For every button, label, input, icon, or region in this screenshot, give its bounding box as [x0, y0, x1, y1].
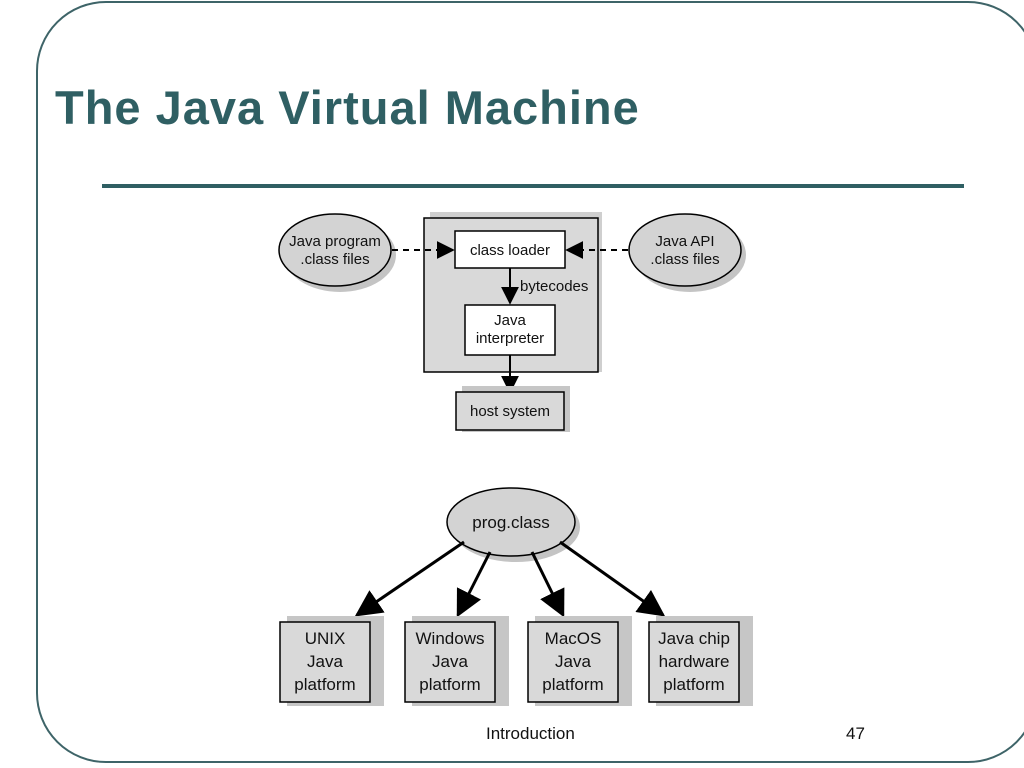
platform-unix-line3: platform: [294, 675, 355, 694]
platform-node-java-chip: Java chip hardware platform: [648, 616, 753, 706]
platform-node-unix: UNIX Java platform: [279, 616, 384, 706]
java-interpreter-node: Java interpreter: [464, 304, 556, 356]
platform-macos-line3: platform: [542, 675, 603, 694]
slide-frame: [36, 1, 1024, 763]
java-program-label-line2: .class files: [300, 251, 369, 268]
jvm-diagram: Java program .class files Java API .clas…: [278, 212, 746, 432]
slide-title: The Java Virtual Machine: [55, 81, 640, 134]
title-underline: [102, 184, 964, 188]
prog-class-node: prog.class: [446, 487, 580, 562]
platform-java-chip-line1: Java chip: [658, 629, 730, 648]
java-program-files-node: Java program .class files: [278, 213, 396, 292]
class-loader-label: class loader: [470, 242, 550, 259]
platform-node-windows: Windows Java platform: [404, 616, 509, 706]
class-loader-node: class loader: [454, 230, 566, 269]
platform-diagram: prog.class UNIX Java platform Windows Ja…: [279, 487, 753, 706]
platform-unix-line2: Java: [307, 652, 343, 671]
java-interpreter-label-line2: interpreter: [476, 330, 544, 347]
java-interpreter-label-line1: Java: [494, 312, 526, 329]
arrow-to-java-chip: [559, 540, 666, 617]
host-system-node: host system: [455, 386, 570, 432]
platform-windows-line2: Java: [432, 652, 468, 671]
host-system-label: host system: [470, 403, 550, 420]
arrow-to-macos: [530, 551, 565, 618]
java-api-label-line1: Java API: [655, 233, 714, 250]
platform-node-macos: MacOS Java platform: [527, 616, 632, 706]
platform-windows-line3: platform: [419, 675, 480, 694]
java-api-files-node: Java API .class files: [628, 213, 746, 292]
slide-number: 47: [846, 724, 865, 743]
slide-footer: Introduction: [486, 724, 575, 743]
java-program-label-line1: Java program: [289, 233, 381, 250]
platform-java-chip-line3: platform: [663, 675, 724, 694]
platform-java-chip-line2: hardware: [659, 652, 730, 671]
platform-macos-line1: MacOS: [545, 629, 602, 648]
bytecodes-label: bytecodes: [520, 278, 588, 295]
arrow-to-windows: [456, 551, 492, 618]
arrow-to-unix: [354, 540, 465, 617]
platform-unix-line1: UNIX: [305, 629, 346, 648]
platform-windows-line1: Windows: [416, 629, 485, 648]
prog-class-label: prog.class: [472, 513, 549, 532]
platform-macos-line2: Java: [555, 652, 591, 671]
java-api-label-line2: .class files: [650, 251, 719, 268]
